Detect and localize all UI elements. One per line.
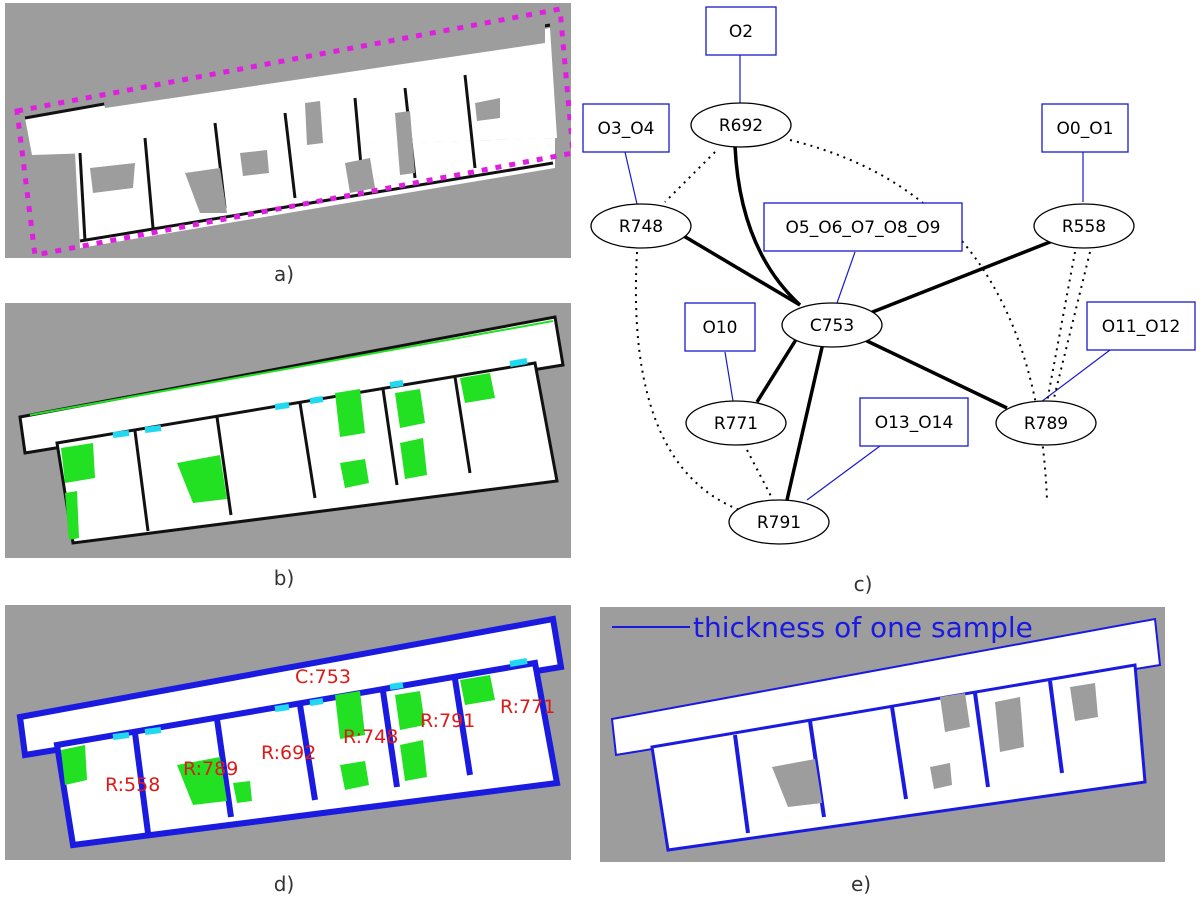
room-dividers <box>133 376 472 532</box>
node-label-r692: R692 <box>719 116 763 136</box>
panel-d-labeled-map: C:753 R:558 R:789 R:692 R:748 R:791 R:77… <box>5 605 571 860</box>
thickness-legend-text: thickness of one sample <box>693 611 1033 644</box>
bounding-box <box>14 6 571 258</box>
dotted-edges <box>634 139 1091 513</box>
node-label-r748: R748 <box>619 217 663 237</box>
object-box-o0-o1: O0_O1 <box>1041 103 1129 153</box>
cyan-doors <box>112 658 528 740</box>
green-objects <box>61 675 495 805</box>
node-label-r558: R558 <box>1062 217 1106 237</box>
node-r771: R771 <box>685 400 787 446</box>
green-objects <box>61 373 495 540</box>
object-box-o10: O10 <box>684 302 756 352</box>
object-label-o0-o1: O0_O1 <box>1057 119 1114 139</box>
object-box-o11-o12: O11_O12 <box>1086 301 1196 351</box>
node-r789: R789 <box>995 400 1097 446</box>
object-label-o10: O10 <box>702 318 737 338</box>
panel-b-map-svg <box>18 315 565 545</box>
object-label-o2: O2 <box>729 22 753 42</box>
panel-e-wall-thickness-map: thickness of one sample <box>600 607 1165 862</box>
label-r771: R:771 <box>500 696 555 718</box>
node-label-r771: R771 <box>714 414 758 434</box>
node-r791: R791 <box>728 499 830 545</box>
gray-objects <box>772 683 1098 807</box>
caption-a: a) <box>273 262 295 286</box>
caption-e: e) <box>850 872 872 896</box>
object-box-o5-o9: O5_O6_O7_O8_O9 <box>763 202 963 252</box>
label-r789: R:789 <box>183 758 238 780</box>
panel-d-map-svg: C:753 R:558 R:789 R:692 R:748 R:791 R:77… <box>16 615 565 849</box>
node-c753: C753 <box>781 302 883 348</box>
room-dividers <box>132 678 473 834</box>
rooms-free-space <box>75 138 555 248</box>
panel-a-occupancy-map <box>5 3 571 258</box>
object-box-o3-o4: O3_O4 <box>582 103 670 153</box>
caption-b: b) <box>273 566 295 590</box>
corridor <box>16 615 565 759</box>
unknown-patches <box>90 23 545 213</box>
cyan-doors <box>112 358 528 438</box>
label-r791: R:791 <box>420 710 475 732</box>
label-r692: R:692 <box>261 742 316 764</box>
corridor <box>610 617 1162 757</box>
node-r748: R748 <box>590 203 692 249</box>
corridor <box>18 315 565 455</box>
panel-c-topological-graph: O2 O3_O4 O0_O1 O5_O6_O7_O8_O9 O10 O11_O1… <box>582 6 1196 545</box>
node-r558: R558 <box>1033 203 1135 249</box>
caption-d: d) <box>273 872 295 896</box>
node-label-r789: R789 <box>1024 414 1068 434</box>
caption-c: c) <box>853 572 873 596</box>
node-label-r791: R791 <box>757 513 801 533</box>
object-label-o5-o9: O5_O6_O7_O8_O9 <box>786 218 941 238</box>
node-r692: R692 <box>690 102 792 148</box>
solid-edges <box>676 145 1056 501</box>
object-label-o11-o12: O11_O12 <box>1102 317 1181 337</box>
panel-b-segmentation-map <box>5 303 571 558</box>
object-links <box>624 55 1111 501</box>
panel-a-map-svg <box>14 6 571 258</box>
node-label-c753: C753 <box>810 316 854 336</box>
green-trace <box>29 320 554 416</box>
object-box-o2: O2 <box>705 6 777 56</box>
label-r748: R:748 <box>343 726 398 748</box>
object-label-o3-o4: O3_O4 <box>598 119 655 139</box>
object-label-o13-o14: O13_O14 <box>875 413 954 433</box>
panel-e-map-svg: thickness of one sample <box>610 611 1162 852</box>
label-c753: C:753 <box>295 666 351 688</box>
label-r558: R:558 <box>105 774 160 796</box>
object-box-o13-o14: O13_O14 <box>859 397 969 447</box>
